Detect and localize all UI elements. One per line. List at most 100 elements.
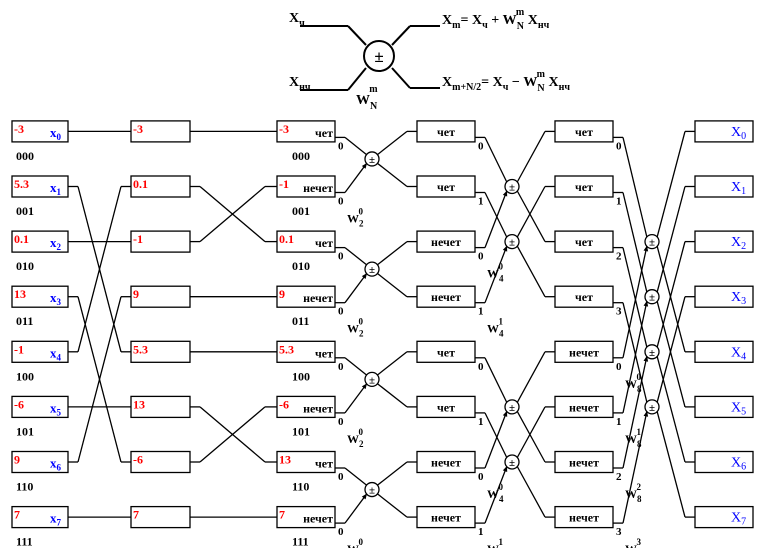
input-value-4: -1 [14,342,24,356]
input-value-3: 13 [14,287,26,301]
output-label-1: X1 [731,180,746,197]
wire-s1-2-cross [199,186,266,243]
input-box-5 [11,395,69,419]
s2-node-3-symbol: ± [369,485,375,497]
legend-output-bottom-slant [391,67,411,89]
butterfly-nodes: ±±±±±±±±±±±± [364,151,660,498]
stage1-box-7 [130,505,191,529]
legend-input-bottom-slant [347,67,367,91]
s4-wire-0-in [622,137,648,238]
s2-wire-0-out [376,130,408,156]
stage1-box-5 [130,395,191,419]
stage2-bits-2: 010 [292,259,310,273]
s2-wire-4-in [344,357,368,376]
input-bits-2: 010 [16,259,34,273]
stage2-value-0: -3 [279,122,289,136]
s4-twiddle-1: W81 [625,427,642,449]
stage2-word-1: нечет [303,181,333,195]
stage1-box-3 [130,285,191,308]
stage4-word-4: нечет [569,345,599,359]
s2-wire-7-out [376,493,408,518]
wire-input-4-cross [77,186,122,352]
stage2-bits-1: 001 [292,204,310,218]
stage2-word-6: чет [315,457,333,471]
stage1-box-0 [130,120,191,143]
s4-wire-2-in [622,247,648,348]
input-box-0 [11,120,69,143]
stage2-value-3: 9 [279,287,285,301]
s3-node-3 [504,454,520,470]
stage2-box-5 [276,395,336,419]
stage4-box-6 [554,450,614,474]
s3-wire-2-out [516,190,546,242]
s3-twiddle-2: W40 [487,482,504,504]
output-label-2: X2 [731,235,746,252]
s2-port-6: 0 [338,471,344,483]
input-label-5: x5 [50,400,62,417]
s3-node-2 [504,399,520,415]
s3-wire-3-out [516,245,546,298]
stage4-word-7: нечет [569,511,599,525]
stage3-box-3 [416,285,476,308]
stage2-value-4: 5.3 [279,342,294,356]
output-box-5 [694,395,754,419]
stage2-value-7: 7 [279,508,285,522]
s4-wire-4-in [622,245,648,358]
stage2-value-2: 0.1 [279,232,294,246]
input-box-6 [11,450,69,474]
signal-wires [68,130,695,524]
s3-wire-4-out [516,351,546,404]
s3-node-3-symbol: ± [509,457,515,469]
output-label-4: X4 [731,345,746,362]
stage3-word-6: нечет [431,456,461,470]
s2-twiddle-1: W20 [347,317,364,339]
s3-wire-1-in [484,192,508,238]
output-box-1 [694,175,754,198]
s4-wire-3-in [622,302,648,404]
input-bits-0: 000 [16,149,34,163]
s4-port-3: 3 [616,306,622,318]
stage2-bits-4: 100 [292,369,310,383]
s3-wire-6-in-head [502,410,508,417]
s3-wire-1-out [516,186,546,238]
stage3-word-7: нечет [431,511,461,525]
s2-node-1 [364,261,380,277]
output-label-5: X5 [731,400,746,417]
stage2-bits-0: 000 [292,149,310,163]
stage1-box-4 [130,340,191,363]
s3-port-3: 1 [478,306,484,318]
s2-wire-1-out [376,162,408,188]
s3-wire-0-out [516,131,546,183]
s2-port-7: 0 [338,526,344,538]
s4-wire-6-out [656,355,686,463]
output-box-0 [694,120,754,143]
stage2-word-7: нечет [303,512,333,526]
stage2-word-2: чет [315,236,333,250]
stage2-box-4 [276,340,336,363]
s2-twiddle-0: W20 [347,207,364,229]
stage1-value-1: 0.1 [133,177,148,191]
s3-port-5: 1 [478,416,484,428]
output-box-7 [694,505,754,529]
stage2-word-4: чет [315,346,333,360]
output-box-4 [694,340,754,363]
butterfly-legend: ± Xч Xнч WNm Xm= Xч + WNm Xнч Xm+N/2= Xч… [289,7,570,112]
s3-wire-4-in [484,357,508,404]
s3-twiddle-3: W41 [487,537,504,548]
stage2-value-6: 13 [279,453,291,467]
s3-node-1-symbol: ± [509,237,515,249]
input-label-3: x3 [50,290,62,307]
s3-wire-5-out [516,406,546,459]
s3-wire-7-out [516,465,546,518]
input-bits-1: 001 [16,204,34,218]
output-box-6 [694,450,754,474]
s2-port-5: 0 [338,416,344,428]
s3-wire-3-in [484,245,508,303]
input-bits-5: 101 [16,424,34,438]
s4-twiddle-2: W82 [625,482,642,504]
s2-node-2 [364,371,380,388]
legend-butterfly-node [363,40,395,72]
input-value-2: 0.1 [14,232,29,246]
stage1-value-4: 5.3 [133,342,148,356]
stage4-box-1 [554,175,614,198]
